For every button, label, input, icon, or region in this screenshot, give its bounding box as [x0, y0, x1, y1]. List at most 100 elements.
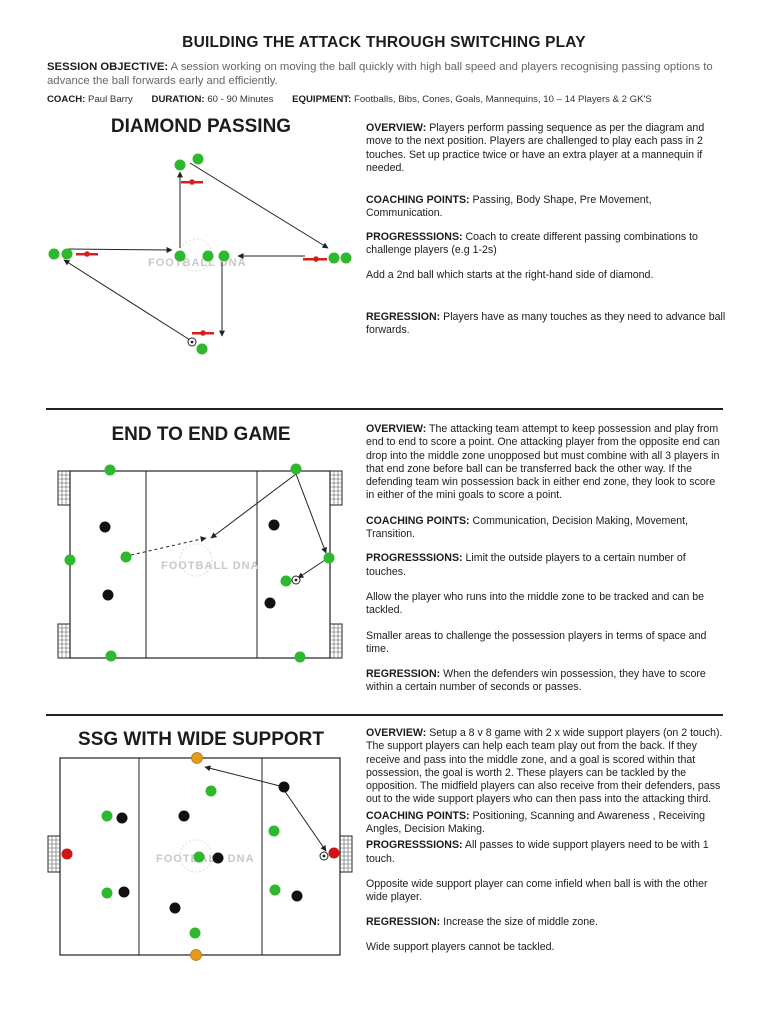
regression-text: Players have as many touches as they nee… [366, 310, 726, 336]
progressions-label: PROGRESSSIONS: [366, 552, 463, 565]
player-defender [291, 890, 303, 902]
regression-paragraph: REGRESSION: When the defenders win posse… [366, 668, 724, 695]
player-goalkeeper [61, 848, 73, 860]
run-arrow [130, 536, 207, 556]
overview-paragraph: OVERVIEW: Setup a 8 v 8 game with 2 x wi… [366, 727, 724, 807]
pass-arrow [297, 557, 329, 579]
section-title-ssg-wide-support: SSG WITH WIDE SUPPORT [78, 729, 324, 750]
regression-label: REGRESSION: [366, 668, 441, 681]
session-meta: COACH: Paul Barry DURATION: 60 - 90 Minu… [47, 94, 652, 105]
section-divider [46, 714, 723, 716]
pass-arrow [67, 246, 173, 253]
player-attacker [101, 887, 113, 899]
overview-label: OVERVIEW: [366, 423, 427, 435]
progressions-paragraph: PROGRESSSIONS: Limit the outside players… [366, 552, 724, 579]
regression-label: REGRESSION: [366, 310, 441, 323]
player-attacker [340, 252, 352, 264]
progressions-text: Coach to create different passing combin… [366, 230, 698, 257]
player-attacker [105, 650, 117, 662]
watermark-text: FOOTBALL DNA [156, 853, 255, 865]
player-attacker [269, 884, 281, 896]
coaching-points-paragraph: COACHING POINTS: Passing, Body Shape, Pr… [366, 194, 726, 221]
player-attacker [120, 551, 132, 563]
duration-label: DURATION: [151, 94, 205, 105]
progressions-extra: Add a 2nd ball which starts at the right… [366, 269, 654, 282]
player-defender [116, 812, 128, 824]
goal-icon [339, 835, 353, 873]
mannequin-icon [303, 256, 327, 262]
coaching-points-label: COACHING POINTS: [366, 194, 470, 207]
end-to-end-text: OVERVIEW: The attacking team attempt to … [366, 423, 724, 695]
section-title-diamond-passing: DIAMOND PASSING [110, 116, 292, 137]
goal-icon [47, 835, 61, 873]
pass-arrow [283, 789, 327, 852]
ball-icon [291, 575, 301, 585]
pass-arrow [210, 473, 297, 539]
pass-arrow [295, 473, 327, 554]
coach-value: Paul Barry [88, 94, 133, 105]
player-attacker [202, 250, 214, 262]
player-defender [268, 519, 280, 531]
player-attacker [192, 153, 204, 165]
player-goalkeeper [328, 847, 340, 859]
regression-label: REGRESSION: [366, 915, 441, 928]
player-wide-support [190, 949, 202, 961]
duration-value: 60 - 90 Minutes [207, 94, 274, 105]
player-defender [178, 810, 190, 822]
player-attacker [218, 250, 230, 262]
progressions-paragraph: PROGRESSSIONS: All passes to wide suppor… [366, 839, 724, 866]
player-attacker [64, 554, 76, 566]
player-attacker [294, 651, 306, 663]
overview-text: Setup a 8 v 8 game with 2 x wide support… [366, 727, 723, 806]
watermark-text: FOOTBALL DNA [161, 560, 260, 572]
player-defender [278, 781, 290, 793]
mannequin-icon [76, 251, 98, 257]
overview-label: OVERVIEW: [366, 727, 427, 739]
player-attacker [205, 785, 217, 797]
player-attacker [189, 927, 201, 939]
coaching-points-text: Positioning, Scanning and Awareness , Re… [366, 809, 705, 836]
watermark: FOOTBALL DNA [161, 543, 260, 577]
mini-goal-icon [57, 470, 71, 506]
player-attacker [196, 343, 208, 355]
progressions-paragraph: PROGRESSSIONS: Coach to create different… [366, 231, 726, 258]
coach-label: COACH: [47, 94, 86, 105]
progressions-label: PROGRESSSIONS: [366, 230, 463, 243]
player-defender [264, 597, 276, 609]
objective-text: A session working on moving the ball qui… [47, 61, 713, 87]
player-defender [99, 521, 111, 533]
player-attacker [48, 248, 60, 260]
equipment-label: EQUIPMENT: [292, 94, 352, 105]
player-attacker [174, 159, 186, 171]
player-wide-support [191, 752, 203, 764]
section-title-end-to-end-game: END TO END GAME [111, 424, 291, 445]
overview-text: The attacking team attempt to keep posse… [366, 423, 720, 502]
player-attacker [174, 250, 186, 262]
diamond-passing-text: OVERVIEW: Players perform passing sequen… [366, 122, 726, 337]
regression-text: When the defenders win possession, they … [366, 668, 706, 694]
player-defender [102, 589, 114, 601]
regression-paragraph: REGRESSION: Increase the size of middle … [366, 916, 724, 929]
pass-arrow [63, 259, 191, 341]
coaching-points-text: Communication, Decision Making, Movement… [366, 514, 689, 541]
mannequin-icon [181, 179, 203, 185]
coaching-points-paragraph: COACHING POINTS: Positioning, Scanning a… [366, 810, 724, 837]
ball-icon [187, 337, 197, 347]
player-attacker [328, 252, 340, 264]
coaching-points-paragraph: COACHING POINTS: Communication, Decision… [366, 515, 724, 542]
player-attacker [323, 552, 335, 564]
overview-paragraph: OVERVIEW: The attacking team attempt to … [366, 423, 724, 503]
player-defender [212, 852, 224, 864]
ball-icon [319, 851, 329, 861]
coaching-points-label: COACHING POINTS: [366, 514, 470, 527]
player-attacker [101, 810, 113, 822]
progressions-extra: Allow the player who runs into the middl… [366, 590, 705, 617]
pass-arrow [204, 765, 281, 787]
mannequin-icon [192, 330, 214, 336]
session-objective: SESSION OBJECTIVE: A session working on … [47, 61, 737, 88]
player-attacker [104, 464, 116, 476]
player-defender [169, 902, 181, 914]
